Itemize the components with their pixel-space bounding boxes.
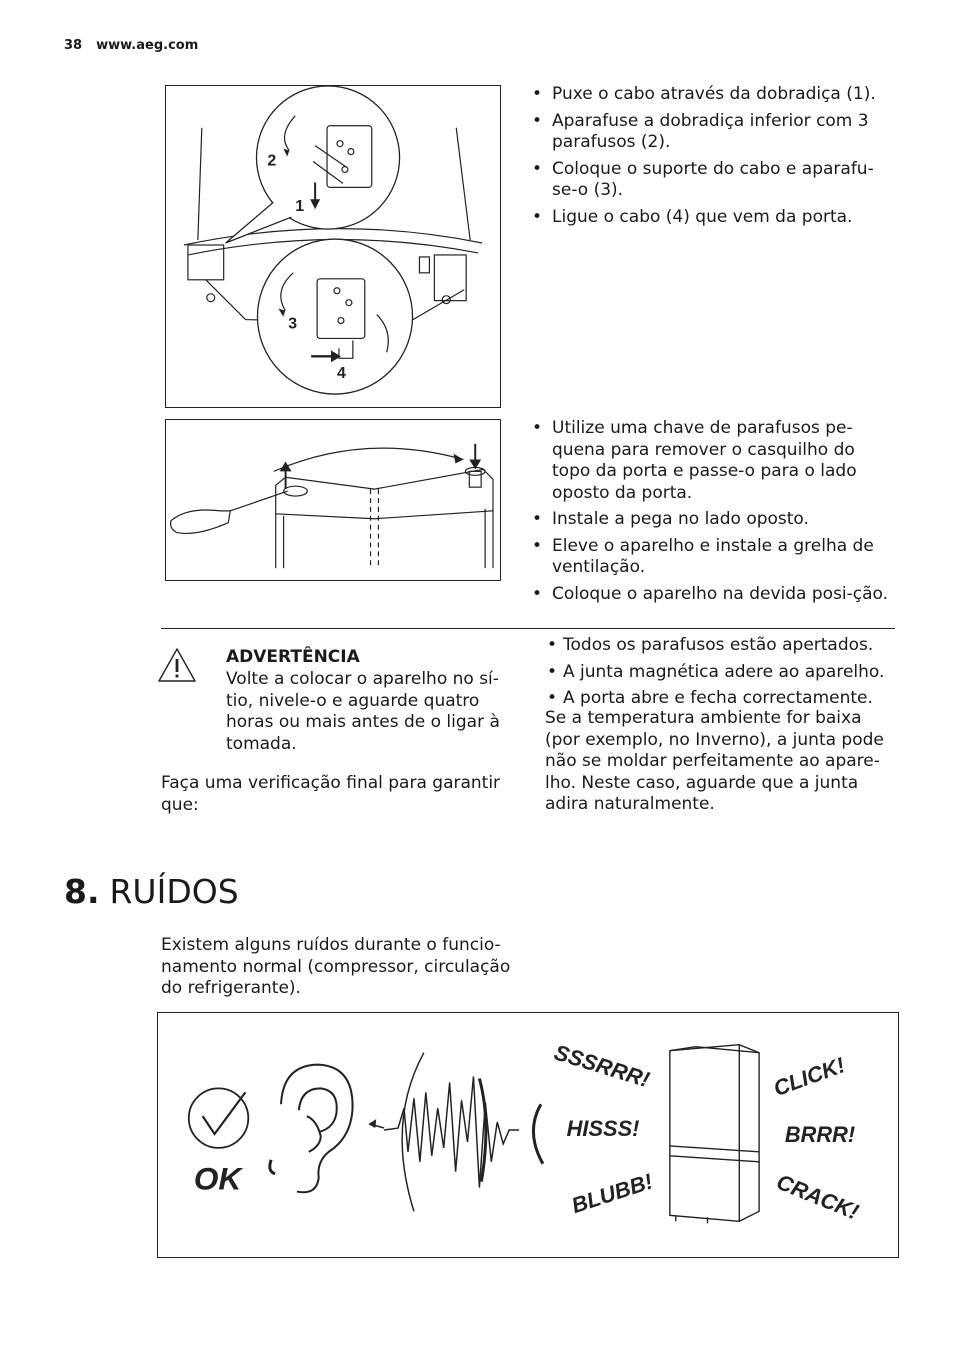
list-item: A porta abre e fecha correctamente. — [545, 688, 905, 710]
final-check-list: Todos os parafusos estão apertados. A ju… — [545, 635, 905, 715]
list-item: Coloque o aparelho na devida posi-ção. — [530, 584, 890, 606]
callout-label-2: 2 — [267, 153, 276, 170]
hinge-steps-list: Puxe o cabo através da dobradiça (1). Ap… — [530, 84, 890, 233]
sound-label-sssrrr: SSSRRR! — [551, 1039, 652, 1092]
section-title: RUÍDOS — [109, 872, 239, 911]
callout-label-3: 3 — [288, 315, 297, 332]
site-url: www.aeg.com — [96, 38, 199, 53]
final-check-note: Se a temperatura ambiente for baixa (por… — [545, 708, 884, 814]
list-item: Eleve o aparelho e instale a grelha de v… — [530, 536, 890, 579]
hinge-cable-illustration: 2 1 3 4 — [183, 86, 483, 395]
list-item: Todos os parafusos estão apertados. — [545, 635, 905, 657]
ear-icon — [268, 1063, 354, 1194]
warning-text: Volte a colocar o aparelho no sí-tio, ni… — [226, 669, 500, 754]
list-item: Utilize uma chave de parafusos pe-quena … — [530, 418, 890, 504]
check-circle-icon — [187, 1087, 250, 1149]
warning-triangle-icon — [157, 646, 197, 684]
door-bushing-figure — [165, 419, 501, 581]
section-number: 8. — [64, 872, 100, 911]
noise-illustration: OK SSSRRR! HISSS! — [187, 1039, 862, 1224]
sound-wave-graphic — [370, 1052, 545, 1212]
section-divider — [161, 628, 895, 629]
noise-intro: Existem alguns ruídos durante o funcio-n… — [161, 935, 511, 998]
noise-figure: OK SSSRRR! HISSS! — [157, 1012, 899, 1258]
fridge-icon — [669, 1044, 760, 1224]
sound-label-hisss: HISSS! — [567, 1116, 640, 1141]
sound-label-click: CLICK! — [770, 1052, 848, 1101]
list-item: Instale a pega no lado oposto. — [530, 509, 890, 531]
list-item: Aparafuse a dobradiça inferior com 3 par… — [530, 111, 890, 154]
list-item: Ligue o cabo (4) que vem da porta. — [530, 207, 890, 229]
callout-label-1: 1 — [295, 198, 304, 215]
page-number: 38 — [64, 38, 83, 53]
list-item: Puxe o cabo através da dobradiça (1). — [530, 84, 890, 106]
warning-title: ADVERTÊNCIA — [226, 647, 360, 667]
sound-label-crack: CRACK! — [773, 1169, 862, 1224]
bushing-steps-list: Utilize uma chave de parafusos pe-quena … — [530, 418, 890, 610]
door-bushing-illustration — [170, 443, 494, 569]
ok-label: OK — [194, 1161, 244, 1197]
callout-label-4: 4 — [337, 365, 346, 382]
sound-label-blubb: BLUBB! — [568, 1168, 655, 1218]
final-check-intro: Faça uma verificação final para garantir… — [161, 773, 501, 815]
hinge-cable-figure: 2 1 3 4 — [165, 85, 501, 408]
sound-label-brrr: BRRR! — [785, 1122, 855, 1147]
section-heading: 8.RUÍDOS — [64, 872, 239, 911]
list-item: Coloque o suporte do cabo e aparafu-se-o… — [530, 159, 890, 202]
list-item: A junta magnética adere ao aparelho. — [545, 662, 905, 684]
page-header: 38 www.aeg.com — [64, 38, 198, 53]
